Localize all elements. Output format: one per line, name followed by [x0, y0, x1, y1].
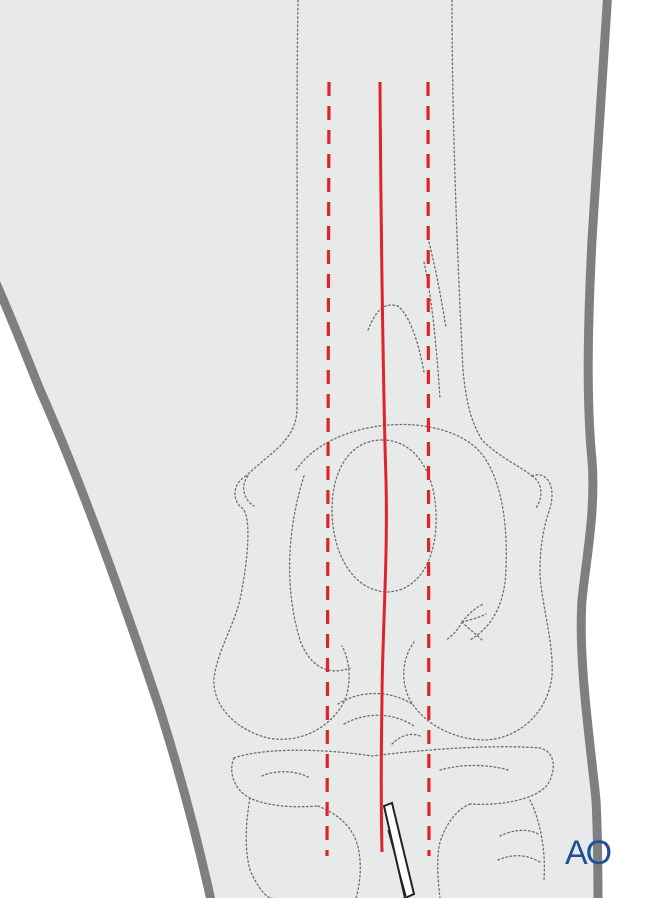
guide-line-right — [426, 81, 431, 857]
tibia-outline — [231, 692, 554, 898]
ao-logo: AO — [565, 834, 612, 872]
femur-outline — [213, 0, 553, 741]
midline-incision — [378, 81, 388, 853]
guide-line-left — [325, 81, 331, 857]
drain-tube — [382, 801, 416, 898]
skin-outline — [0, 0, 612, 898]
